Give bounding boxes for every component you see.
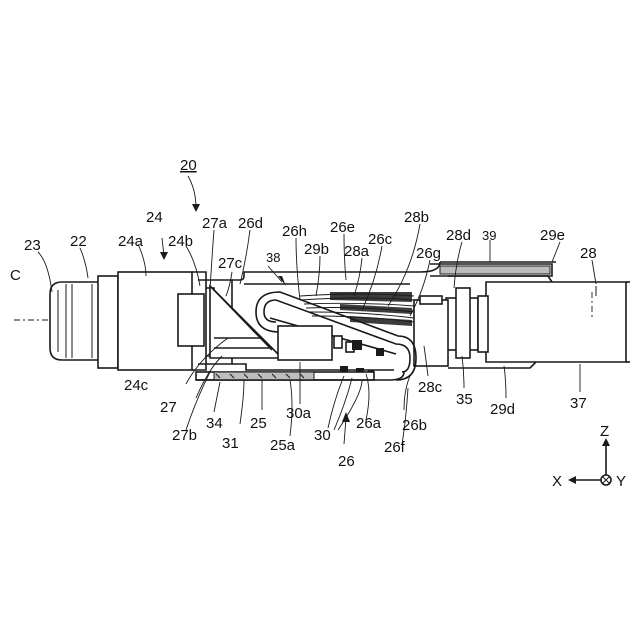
label-24c: 24c <box>124 377 149 394</box>
label-29e: 29e <box>540 227 565 244</box>
label-37: 37 <box>570 395 587 412</box>
label-27a: 27a <box>202 215 228 232</box>
label-24b: 24b <box>168 233 193 250</box>
label-27b: 27b <box>172 427 197 444</box>
label-35: 35 <box>456 391 473 408</box>
label-30a: 30a <box>286 405 312 422</box>
label-38: 38 <box>266 250 280 265</box>
label-28: 28 <box>580 245 597 262</box>
part-22-ring <box>98 276 118 368</box>
part-28-cable <box>486 282 630 362</box>
label-26: 26 <box>338 453 355 470</box>
label-28c: 28c <box>418 379 443 396</box>
label-29b: 29b <box>304 241 329 258</box>
label-28b: 28b <box>404 209 429 226</box>
part-24-barrel <box>118 272 206 370</box>
label-27: 27 <box>160 399 177 416</box>
label-25: 25 <box>250 415 267 432</box>
label-26e: 26e <box>330 219 355 236</box>
label-26h: 26h <box>282 223 307 240</box>
part-28b-wires <box>300 292 414 326</box>
label-26c: 26c <box>368 231 393 248</box>
label-26f: 26f <box>384 439 406 456</box>
label-39: 39 <box>482 228 496 243</box>
label-26a: 26a <box>356 415 382 432</box>
label-29d: 29d <box>490 401 515 418</box>
label-28a: 28a <box>344 243 370 260</box>
axis-label-x: X <box>552 473 562 490</box>
label-27c: 27c <box>218 255 243 272</box>
part-39-top-plate <box>430 262 556 276</box>
label-25a: 25a <box>270 437 296 454</box>
label-20: 20 <box>180 157 197 174</box>
label-26b: 26b <box>402 417 427 434</box>
label-23: 23 <box>24 237 41 254</box>
label-26g: 26g <box>416 245 441 262</box>
label-24a: 24a <box>118 233 144 250</box>
part-28c-block <box>414 296 448 366</box>
label-31: 31 <box>222 435 239 452</box>
label-34: 34 <box>206 415 223 432</box>
label-22: 22 <box>70 233 87 250</box>
label-24: 24 <box>146 209 163 226</box>
part-23-end-cap <box>50 282 100 360</box>
axis-label-y: Y <box>616 473 626 490</box>
label-C: C <box>10 267 21 284</box>
label-30: 30 <box>314 427 331 444</box>
axis-label-z: Z <box>600 423 609 440</box>
part-35-collar <box>446 288 488 358</box>
label-26d: 26d <box>238 215 263 232</box>
axis-indicator <box>568 438 611 485</box>
label-28d: 28d <box>446 227 471 244</box>
